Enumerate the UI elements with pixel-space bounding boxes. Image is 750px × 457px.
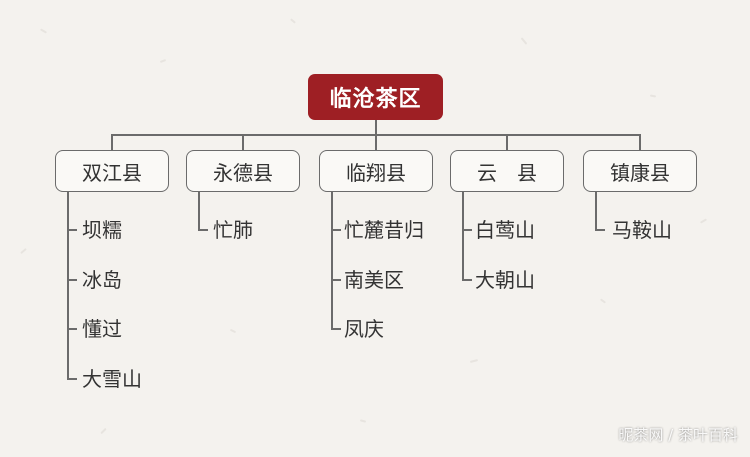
branch-line [198, 192, 200, 231]
paper-fleck [359, 419, 367, 423]
county-node-zhenkang: 镇康县 [583, 150, 697, 192]
county-node-yunxian: 云 县 [450, 150, 564, 192]
county-connector [639, 134, 641, 150]
branch-tick [331, 328, 341, 330]
branch-tick [67, 229, 77, 231]
tea-area-label: 忙麓昔归 [344, 218, 424, 242]
root-node: 临沧茶区 [308, 74, 443, 120]
tea-area-label: 坝糯 [82, 218, 122, 242]
tea-area-label: 忙肺 [213, 218, 253, 242]
county-connector [506, 134, 508, 150]
tea-area-label: 大雪山 [82, 367, 142, 391]
tea-area-label: 凤庆 [344, 317, 384, 341]
paper-fleck [159, 59, 167, 63]
branch-tick [198, 229, 208, 231]
paper-fleck [469, 358, 479, 364]
paper-fleck [100, 427, 107, 435]
county-connector [242, 134, 244, 150]
tea-area-label: 冰岛 [82, 268, 122, 292]
branch-tick [67, 328, 77, 330]
tea-area-label: 白莺山 [475, 218, 535, 242]
paper-fleck [599, 298, 607, 304]
tea-area-label: 懂过 [82, 317, 122, 341]
branch-tick [462, 279, 472, 281]
county-node-shuangjiang: 双江县 [55, 150, 169, 192]
branch-tick [595, 229, 605, 231]
branch-line [462, 192, 464, 281]
paper-fleck [20, 247, 27, 255]
county-connector [111, 134, 113, 150]
tea-area-label: 南美区 [344, 268, 404, 292]
branch-line [595, 192, 597, 231]
branch-tick [462, 229, 472, 231]
paper-fleck [39, 28, 48, 34]
paper-fleck [229, 328, 237, 334]
branch-tick [331, 229, 341, 231]
branch-tick [331, 279, 341, 281]
paper-fleck [699, 218, 708, 224]
county-node-linxiang: 临翔县 [319, 150, 433, 192]
county-connector [375, 134, 377, 150]
branch-line [67, 192, 69, 380]
watermark: 昵茶网 / 茶叶百科 [618, 426, 738, 444]
branch-tick [67, 279, 77, 281]
tea-area-label: 马鞍山 [612, 218, 672, 242]
branch-line [331, 192, 333, 330]
paper-fleck [290, 18, 296, 24]
paper-fleck [520, 37, 528, 45]
branch-tick [67, 378, 77, 380]
tea-area-label: 大朝山 [475, 268, 535, 292]
paper-fleck [649, 94, 657, 98]
county-node-yongde: 永德县 [186, 150, 300, 192]
root-connector [375, 120, 377, 135]
